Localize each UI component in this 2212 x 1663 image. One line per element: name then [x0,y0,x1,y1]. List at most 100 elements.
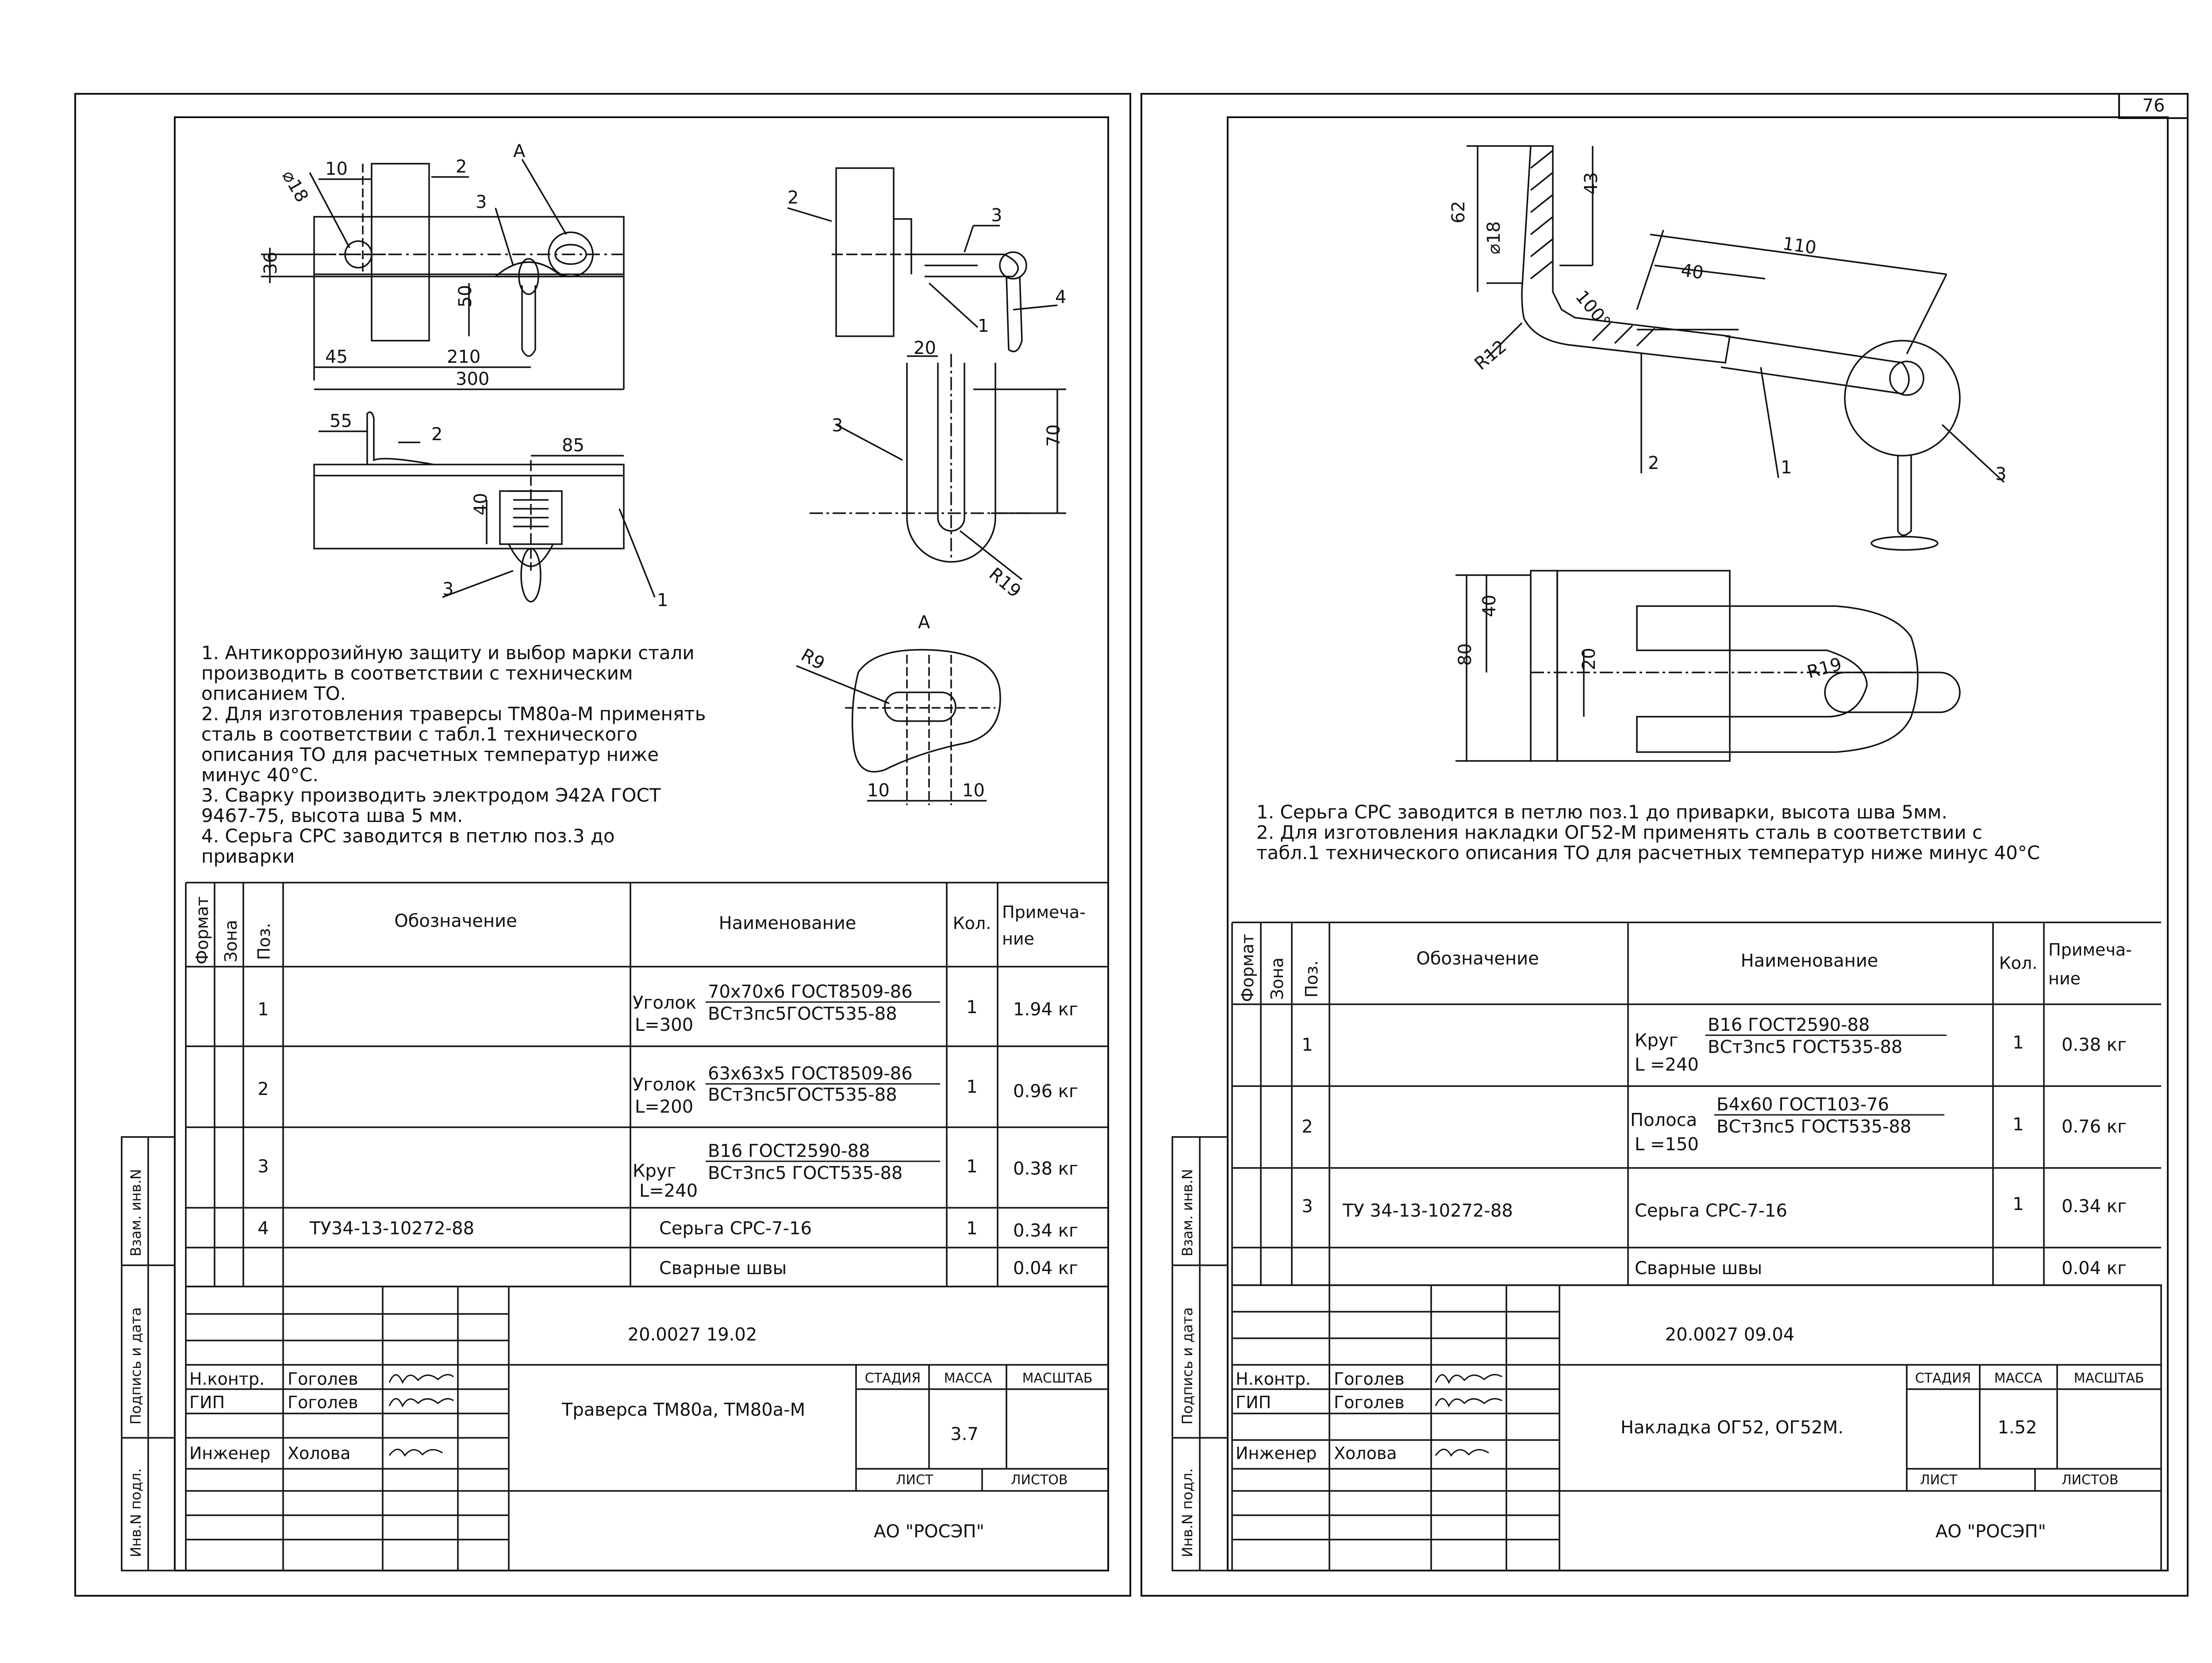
handwritten-signatures [1435,1374,1502,1457]
row-name-num: В16 ГОСТ2590-88 [1708,1015,1870,1035]
col-note-top: Примеча- [1002,903,1086,922]
row-qty: 1 [966,1077,977,1097]
handwritten-signatures [388,1374,454,1457]
row-name-num: В16 ГОСТ2590-88 [708,1141,870,1161]
dim-d18: ⌀18 [1484,221,1504,254]
row-name: Серьга СРС-7-16 [659,1218,812,1239]
stamp-inv-orig: Инв.N подл. [1179,1468,1196,1557]
col-designation: Обозначение [394,911,517,931]
row-name: Серьга СРС-7-16 [1635,1201,1787,1221]
left-notes: 1. Антикоррозийную защиту и выбор марки … [201,642,706,867]
dim-40-b: 40 [1479,595,1500,617]
note-line: производить в соответствии с техническим [201,662,633,684]
sheets-label: ЛИСТОВ [2062,1472,2118,1488]
row-name-prefix: Уголок [633,1075,696,1095]
row-name-prefix: Круг [633,1161,676,1181]
row-length: L=300 [635,1015,693,1035]
row-designation: ТУ34-13-10272-88 [309,1218,474,1239]
view-a-title: А [918,612,930,633]
note-line: табл.1 технического описания ТО для расч… [1256,842,2040,864]
note-line: приварки [201,845,295,867]
signer-role: Н.контр. [1236,1369,1311,1389]
col-note-top: Примеча- [2048,940,2132,960]
dim-45: 45 [325,347,348,367]
dim-70: 70 [1044,424,1064,447]
drawing-title: Траверса ТМ80а, ТМ80а-М [561,1400,805,1420]
page-number: 76 [2143,96,2165,116]
signer-name: Гоголев [288,1369,358,1389]
table-row: 1 Уголок 70х70х6 ГОСТ8509-86 ВСт3пс5ГОСТ… [257,982,1078,1035]
row-pos: 1 [1302,1035,1313,1055]
dim-62: 62 [1448,201,1469,223]
organization: АО "РОСЭП" [1936,1521,2046,1542]
overlay-plan-view [1455,570,1961,762]
signer-name: Гоголев [1334,1369,1405,1389]
note-line: 9467-75, высота шва 5 мм. [201,805,463,826]
dim-43: 43 [1581,172,1601,195]
stage-label: СТАДИЯ [865,1371,921,1386]
dim-85: 85 [562,435,584,456]
left-dimension-labels: ⌀18 10 2 А 3 36 50 45 210 300 55 2 85 40… [261,141,1066,801]
row-name-num: Б4х60 ГОСТ103-76 [1717,1095,1889,1115]
table-row: 3 Круг В16 ГОСТ2590-88 ВСт3пс5 ГОСТ535-8… [257,1141,1078,1201]
pos-3: 3 [476,192,487,212]
mass-value: 1.52 [1997,1417,2037,1438]
right-spec-table: Формат Зона Поз. Обозначение Наименовани… [1231,922,2161,1286]
drawing-title: Накладка ОГ52, ОГ52М. [1621,1417,1843,1438]
signer-name: Гоголев [1334,1393,1405,1412]
overlay-side-view [1467,145,2005,551]
row-name-num: 70х70х6 ГОСТ8509-86 [708,982,913,1002]
row-name-prefix: Полоса [1630,1110,1697,1130]
row-qty: 1 [2012,1033,2024,1053]
dim-10: 10 [325,159,348,179]
dim-20-loop: 20 [914,338,936,358]
signer-role: Н.контр. [189,1369,265,1389]
dim-10-b: 10 [867,780,890,801]
stamp-sign-date: Подпись и дата [1179,1307,1196,1425]
dim-55: 55 [330,411,352,431]
row-qty: 1 [966,1156,977,1177]
pos-2: 2 [1648,453,1659,473]
col-name: Наименование [719,913,856,933]
table-row: Сварные швы 0.04 кг [659,1258,1078,1279]
drawing-code: 20.0027 19.02 [628,1325,757,1345]
dim-110: 110 [1782,234,1818,258]
stage-label: СТАДИЯ [1915,1371,1971,1386]
col-qty: Кол. [1999,953,2038,973]
traverse-front-view [261,159,625,390]
dim-40-a: 40 [1680,260,1705,284]
dim-40: 40 [471,493,491,515]
pos-1-plan: 1 [657,590,668,611]
table-row: 1 Круг В16 ГОСТ2590-88 ВСт3пс5 ГОСТ535-8… [1302,1015,2127,1075]
row-note: 0.34 кг [1013,1221,1078,1241]
pos-3-loop: 3 [832,415,843,436]
row-note: 0.04 кг [1013,1258,1078,1279]
pos-4-side: 4 [1055,287,1066,307]
right-notes: 1. Серьга СРС заводится в петлю поз.1 до… [1256,801,2040,864]
right-drawings [1455,145,2005,762]
row-pos: 1 [257,999,269,1020]
view-a-detail [796,649,1001,805]
note-line: сталь в соответствии с табл.1 техническо… [201,723,637,745]
row-length: L=240 [639,1181,698,1201]
note-line: 2. Для изготовления накладки ОГ52-М прим… [1256,822,1982,843]
col-note-bottom: ние [1002,929,1034,949]
col-format: Формат [1238,934,1257,1002]
table-row: 3 ТУ 34-13-10272-88 Серьга СРС-7-16 1 0.… [1302,1194,2127,1221]
row-name-den: ВСт3пс5 ГОСТ535-88 [1717,1117,1911,1137]
col-zone: Зона [221,920,241,962]
row-name-prefix: Уголок [633,993,696,1013]
signer-role: ГИП [1236,1393,1271,1412]
pos-1: 1 [1781,457,1792,478]
col-pos: Поз. [254,923,274,960]
col-designation: Обозначение [1416,949,1539,969]
mass-label: МАССА [1994,1371,2043,1386]
note-line: 3. Сварку производить электродом Э42А ГО… [201,784,661,806]
signer-name: Холова [288,1444,351,1463]
row-name-den: ВСт3пс5ГОСТ535-88 [708,1085,897,1105]
row-name-prefix: Круг [1635,1030,1678,1051]
col-format: Формат [192,896,212,964]
scale-label: МАСШТАБ [1022,1371,1093,1386]
note-line: минус 40°С. [201,764,319,786]
row-name-num: 63х63х5 ГОСТ8509-86 [708,1064,913,1084]
